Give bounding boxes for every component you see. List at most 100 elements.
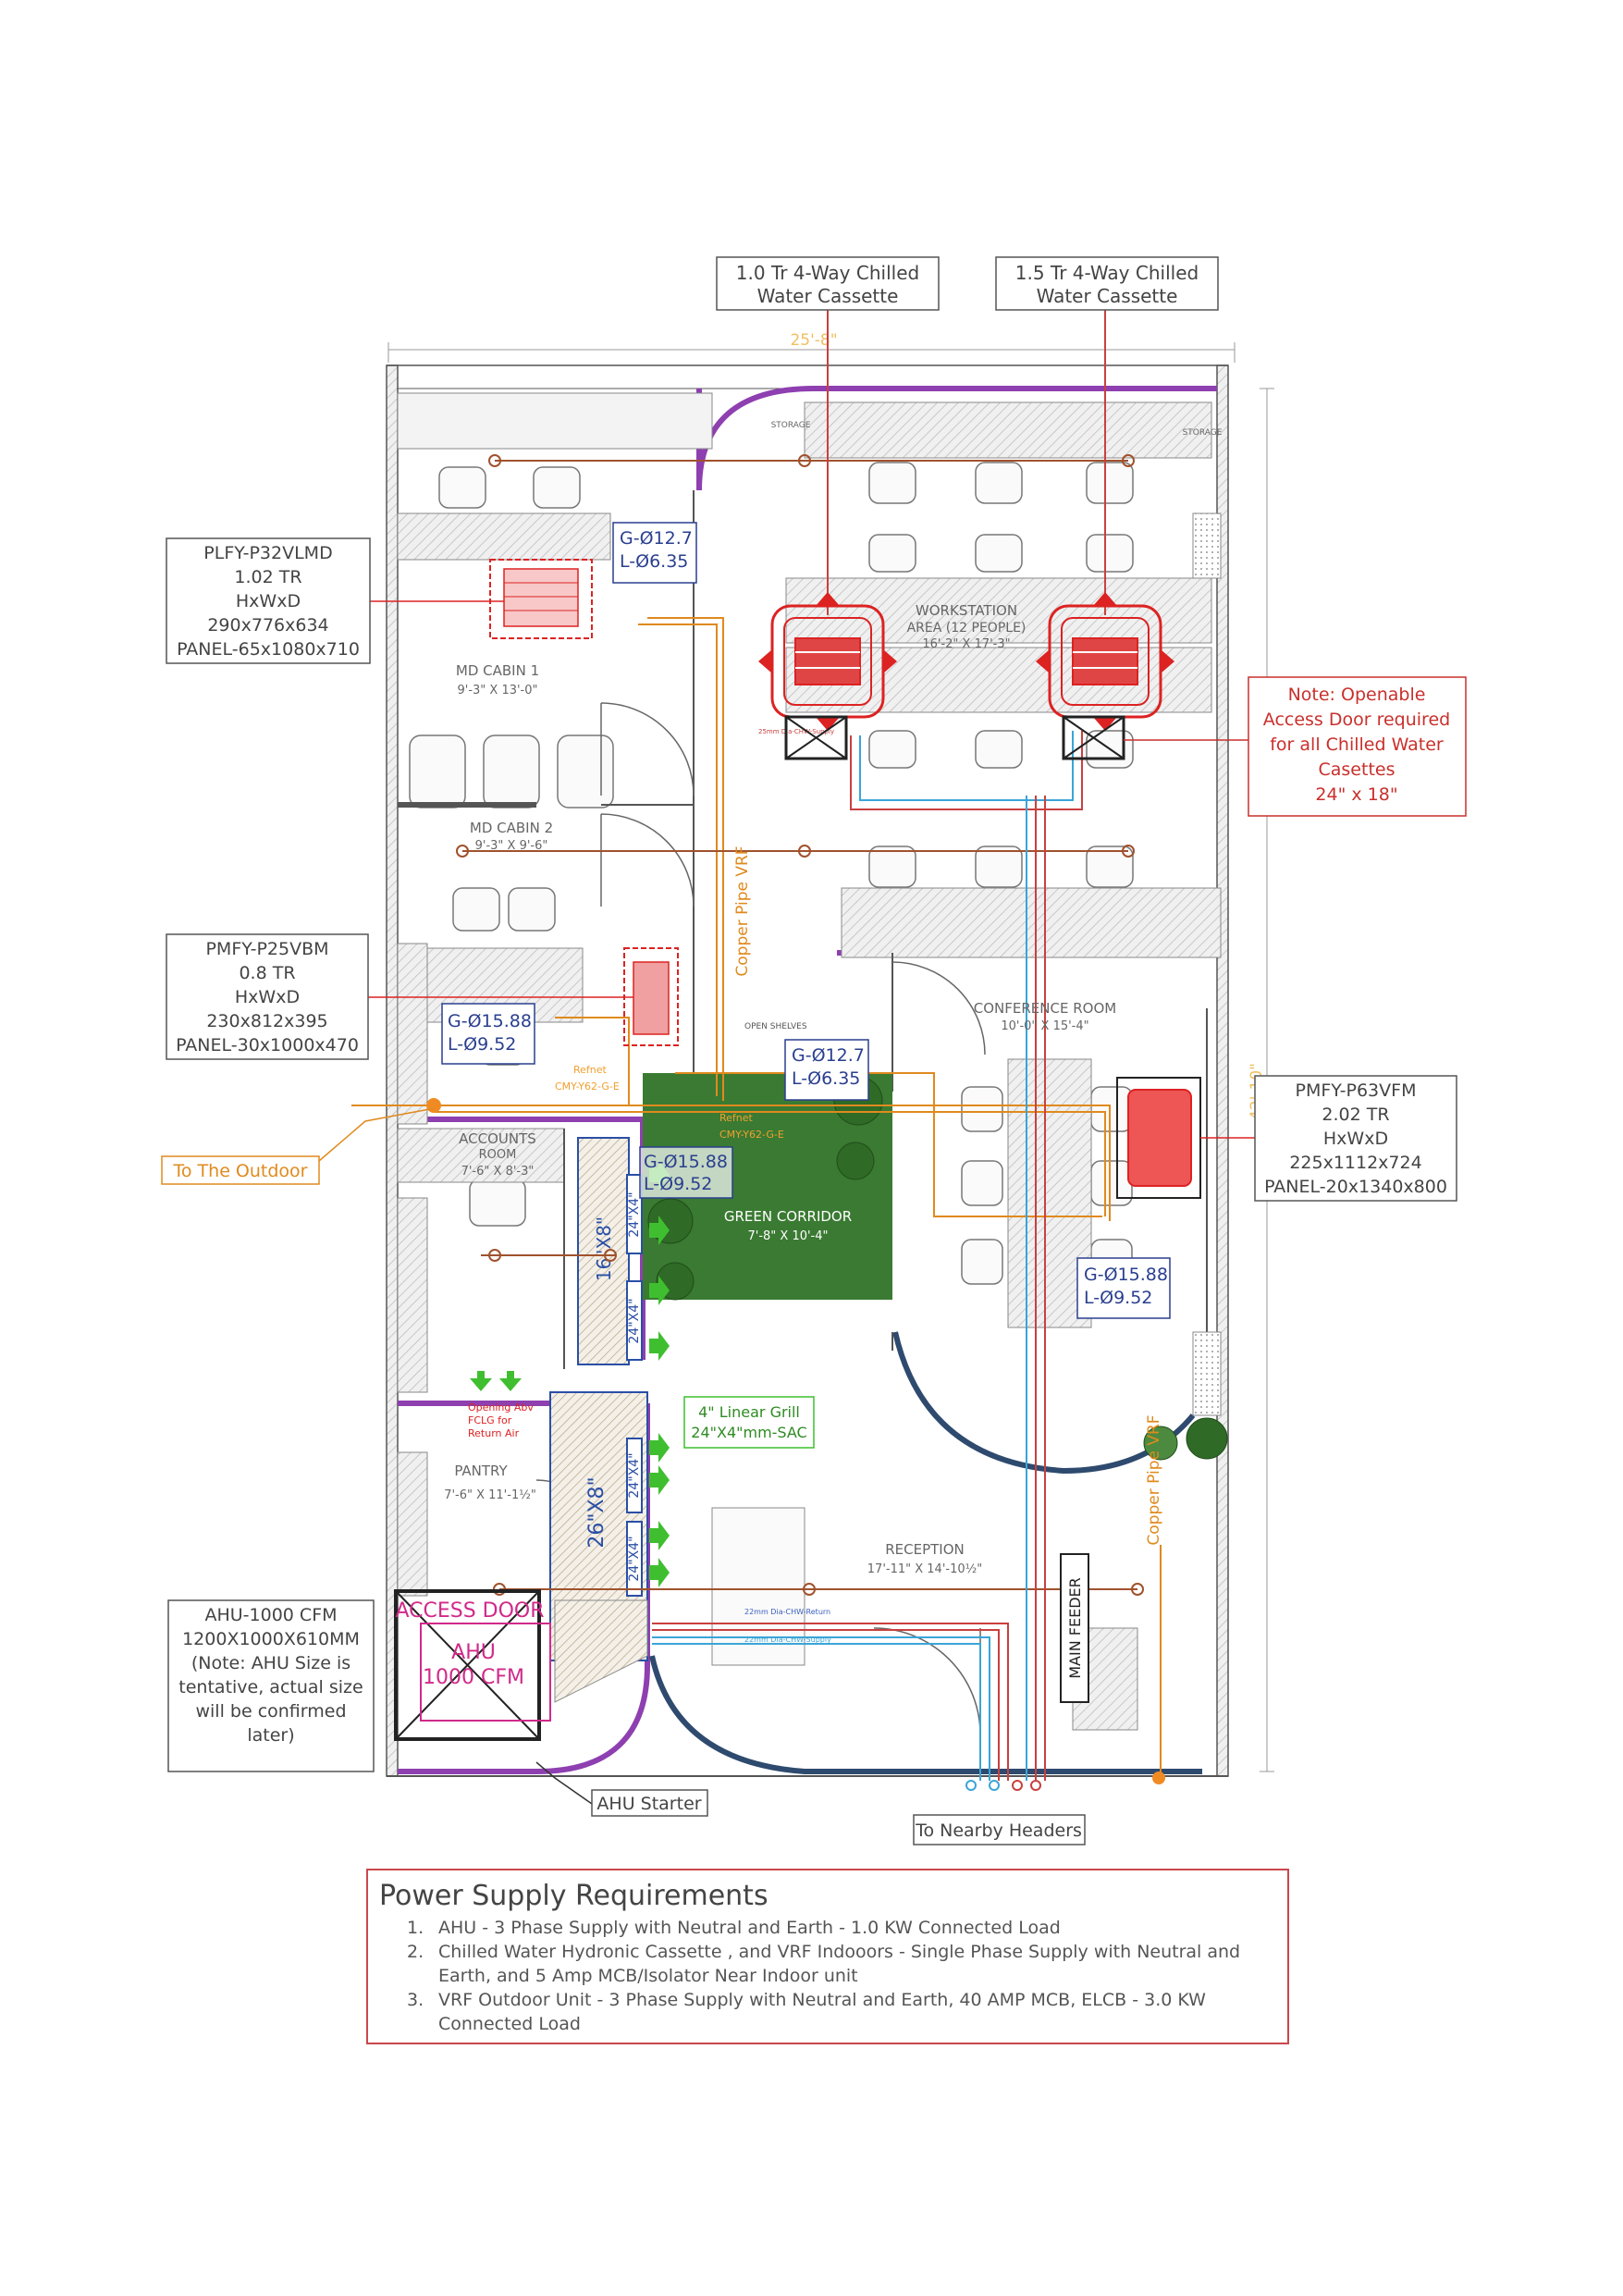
chw-pipe-labels: 22mm Dia-CHW-Return 22mm Dia-CHW-Supply … — [744, 728, 834, 1644]
svg-text:4" Linear Grill: 4" Linear Grill — [698, 1403, 800, 1421]
room-accounts-name: ACCOUNTS — [459, 1130, 536, 1147]
storage-label-2: STORAGE — [1183, 428, 1223, 438]
refnet-1-line-2: CMY-Y62-G-E — [555, 1080, 620, 1092]
pipe-size-b-l: L-Ø9.52 — [448, 1034, 516, 1055]
callout-ahu: AHU-1000 CFM 1200X1000X610MM (Note: AHU … — [167, 1599, 375, 1772]
chw-supply-label: 22mm Dia-CHW-Supply — [744, 1636, 831, 1644]
svg-text:1.0 Tr 4-Way Chilled: 1.0 Tr 4-Way Chilled — [736, 262, 919, 284]
svg-text:Access Door required: Access Door required — [1263, 710, 1450, 730]
duct-size-2: 26"X8" — [585, 1476, 609, 1548]
list-item-number: 2. — [407, 1942, 424, 1962]
svg-text:PLFY-P32VLMD: PLFY-P32VLMD — [203, 543, 332, 563]
sleeve-markers — [456, 454, 1144, 1791]
room-green-corridor-name: GREEN CORRIDOR — [724, 1208, 852, 1225]
pipe-size-a-g: G-Ø12.7 — [620, 528, 693, 549]
room-accounts-size: 7'-6" X 8'-3" — [461, 1165, 535, 1179]
chw-pipes — [652, 259, 1106, 1781]
svg-text:290x776x634: 290x776x634 — [207, 615, 328, 636]
callout-cassette-1: 1.0 Tr 4-Way Chilled Water Cassette — [716, 256, 940, 311]
return-air-line-1: Opening Abv — [468, 1401, 534, 1413]
svg-text:Note: Openable: Note: Openable — [1288, 685, 1426, 705]
ahu-box-line-2: 1000 CFM — [423, 1666, 524, 1689]
room-md-cabin-1-size: 9'-3" X 13'-0" — [457, 684, 537, 697]
power-supply-requirements: Power Supply Requirements 1. AHU - 3 Pha… — [366, 1869, 1289, 2044]
pipe-size-d-l: L-Ø9.52 — [644, 1174, 712, 1194]
room-conference-name: CONFERENCE ROOM — [974, 1000, 1116, 1017]
room-workstation-sub: AREA (12 PEOPLE) — [907, 621, 1027, 636]
power-supply-title: Power Supply Requirements — [379, 1880, 768, 1912]
callout-ahu-starter: AHU Starter — [535, 1761, 708, 1817]
cassette-unit-1 — [758, 592, 897, 760]
room-accounts-sub: ROOM — [479, 1148, 517, 1162]
access-door-label: ACCESS DOOR — [395, 1599, 544, 1623]
planters — [397, 943, 1222, 1597]
svg-text:HxWxD: HxWxD — [235, 987, 300, 1007]
ahu-box-line-1: AHU — [451, 1641, 496, 1664]
cassette-unit-2 — [1036, 592, 1174, 760]
room-md-cabin-2-name: MD CABIN 2 — [470, 820, 553, 836]
svg-text:24"X4"mm-SAC: 24"X4"mm-SAC — [691, 1424, 806, 1441]
room-green-corridor-size: 7'-8" X 10'-4" — [747, 1229, 828, 1243]
chw-small-label: 25mm Dia-CHW-Supply — [758, 728, 834, 735]
room-workstation-name: WORKSTATION — [916, 602, 1017, 619]
svg-text:PMFY-P25VBM: PMFY-P25VBM — [205, 939, 328, 959]
callout-nearby-headers: To Nearby Headers — [913, 1814, 1086, 1845]
svg-text:tentative, actual size: tentative, actual size — [178, 1677, 363, 1697]
pmfy63-indoor-unit — [1116, 1077, 1201, 1199]
pipe-size-c-g: G-Ø12.7 — [792, 1045, 865, 1066]
callout-cassette-2: 1.5 Tr 4-Way Chilled Water Cassette — [995, 256, 1219, 311]
storage-label-1: STORAGE — [771, 421, 811, 430]
list-item: 3. VRF Outdoor Unit - 3 Phase Supply wit… — [379, 1988, 1276, 2036]
svg-text:AHU Starter: AHU Starter — [596, 1794, 701, 1814]
list-item-text: Chilled Water Hydronic Cassette , and VR… — [438, 1942, 1241, 1986]
room-reception-name: RECEPTION — [885, 1541, 965, 1558]
duct-size-4: 24"X4" — [627, 1298, 642, 1343]
duct-size-5: 24"X4" — [627, 1452, 642, 1498]
svg-text:AHU-1000 CFM: AHU-1000 CFM — [204, 1605, 337, 1625]
svg-text:225x1112x724: 225x1112x724 — [1289, 1153, 1421, 1173]
brown-sleeve-lines — [462, 460, 1137, 1590]
svg-text:1.5 Tr 4-Way Chilled: 1.5 Tr 4-Way Chilled — [1015, 262, 1199, 284]
main-feeder-label: MAIN FEEDER — [1066, 1577, 1084, 1679]
duct-size-1: 16"X8" — [593, 1216, 615, 1281]
svg-text:HxWxD: HxWxD — [1323, 1129, 1388, 1149]
svg-text:for all Chilled Water: for all Chilled Water — [1270, 734, 1444, 755]
callout-to-outdoor: To The Outdoor — [161, 1107, 436, 1185]
chw-return-label: 22mm Dia-CHW-Return — [744, 1608, 830, 1616]
svg-text:Casettes: Casettes — [1319, 759, 1396, 780]
pipe-size-d-g: G-Ø15.88 — [644, 1152, 728, 1172]
svg-text:24" x 18": 24" x 18" — [1315, 784, 1397, 805]
open-shelves-label: OPEN SHELVES — [744, 1022, 807, 1031]
list-item-number: 1. — [407, 1918, 424, 1938]
svg-text:Water Cassette: Water Cassette — [757, 285, 899, 307]
callout-linear-grill: 4" Linear Grill 24"X4"mm-SAC — [683, 1396, 815, 1449]
ahu-unit: ACCESS DOOR AHU 1000 CFM — [394, 1589, 551, 1741]
refnet-1-line-1: Refnet — [573, 1064, 608, 1076]
refnet-2-line-2: CMY-Y62-G-E — [719, 1129, 784, 1141]
power-supply-list: 1. AHU - 3 Phase Supply with Neutral and… — [379, 1916, 1276, 2036]
list-item-text: VRF Outdoor Unit - 3 Phase Supply with N… — [438, 1990, 1206, 2034]
plfy-indoor-unit — [489, 559, 593, 639]
room-conference-size: 10'-0" X 15'-4" — [1001, 1019, 1088, 1033]
pipe-size-b-g: G-Ø15.88 — [448, 1011, 532, 1031]
width-dimension-label: 25'-8" — [790, 331, 837, 350]
list-item-number: 3. — [407, 1990, 424, 2010]
pipe-size-c-l: L-Ø6.35 — [792, 1068, 860, 1089]
svg-text:To The Outdoor: To The Outdoor — [173, 1161, 308, 1181]
dimension-width: 25'-8" — [387, 331, 1236, 363]
svg-text:PANEL-30x1000x470: PANEL-30x1000x470 — [176, 1035, 359, 1055]
svg-text:PANEL-65x1080x710: PANEL-65x1080x710 — [177, 639, 360, 660]
pipe-size-a-l: L-Ø6.35 — [620, 551, 688, 572]
callout-pmfy63: PMFY-P63VFM 2.02 TR HxWxD 225x1112x724 P… — [1200, 1075, 1457, 1202]
list-item-text: AHU - 3 Phase Supply with Neutral and Ea… — [438, 1918, 1061, 1938]
pipe-size-e-g: G-Ø15.88 — [1084, 1265, 1168, 1285]
callout-plfy: PLFY-P32VLMD 1.02 TR HxWxD 290x776x634 P… — [166, 537, 504, 664]
copper-pipe-label-1: Copper Pipe VRF — [733, 846, 752, 976]
svg-text:PMFY-P63VFM: PMFY-P63VFM — [1296, 1080, 1417, 1101]
duct-size-3: 24"X4" — [627, 1191, 642, 1237]
copper-pipe-label-2: Copper Pipe VRF — [1145, 1414, 1163, 1545]
supply-ducts: 16"X8" 26"X8" 24"X4" 24"X4" 24"X4" 24"X4… — [549, 1137, 648, 1703]
room-md-cabin-1-name: MD CABIN 1 — [456, 662, 539, 679]
return-air-line-2: FCLG for — [468, 1414, 512, 1426]
